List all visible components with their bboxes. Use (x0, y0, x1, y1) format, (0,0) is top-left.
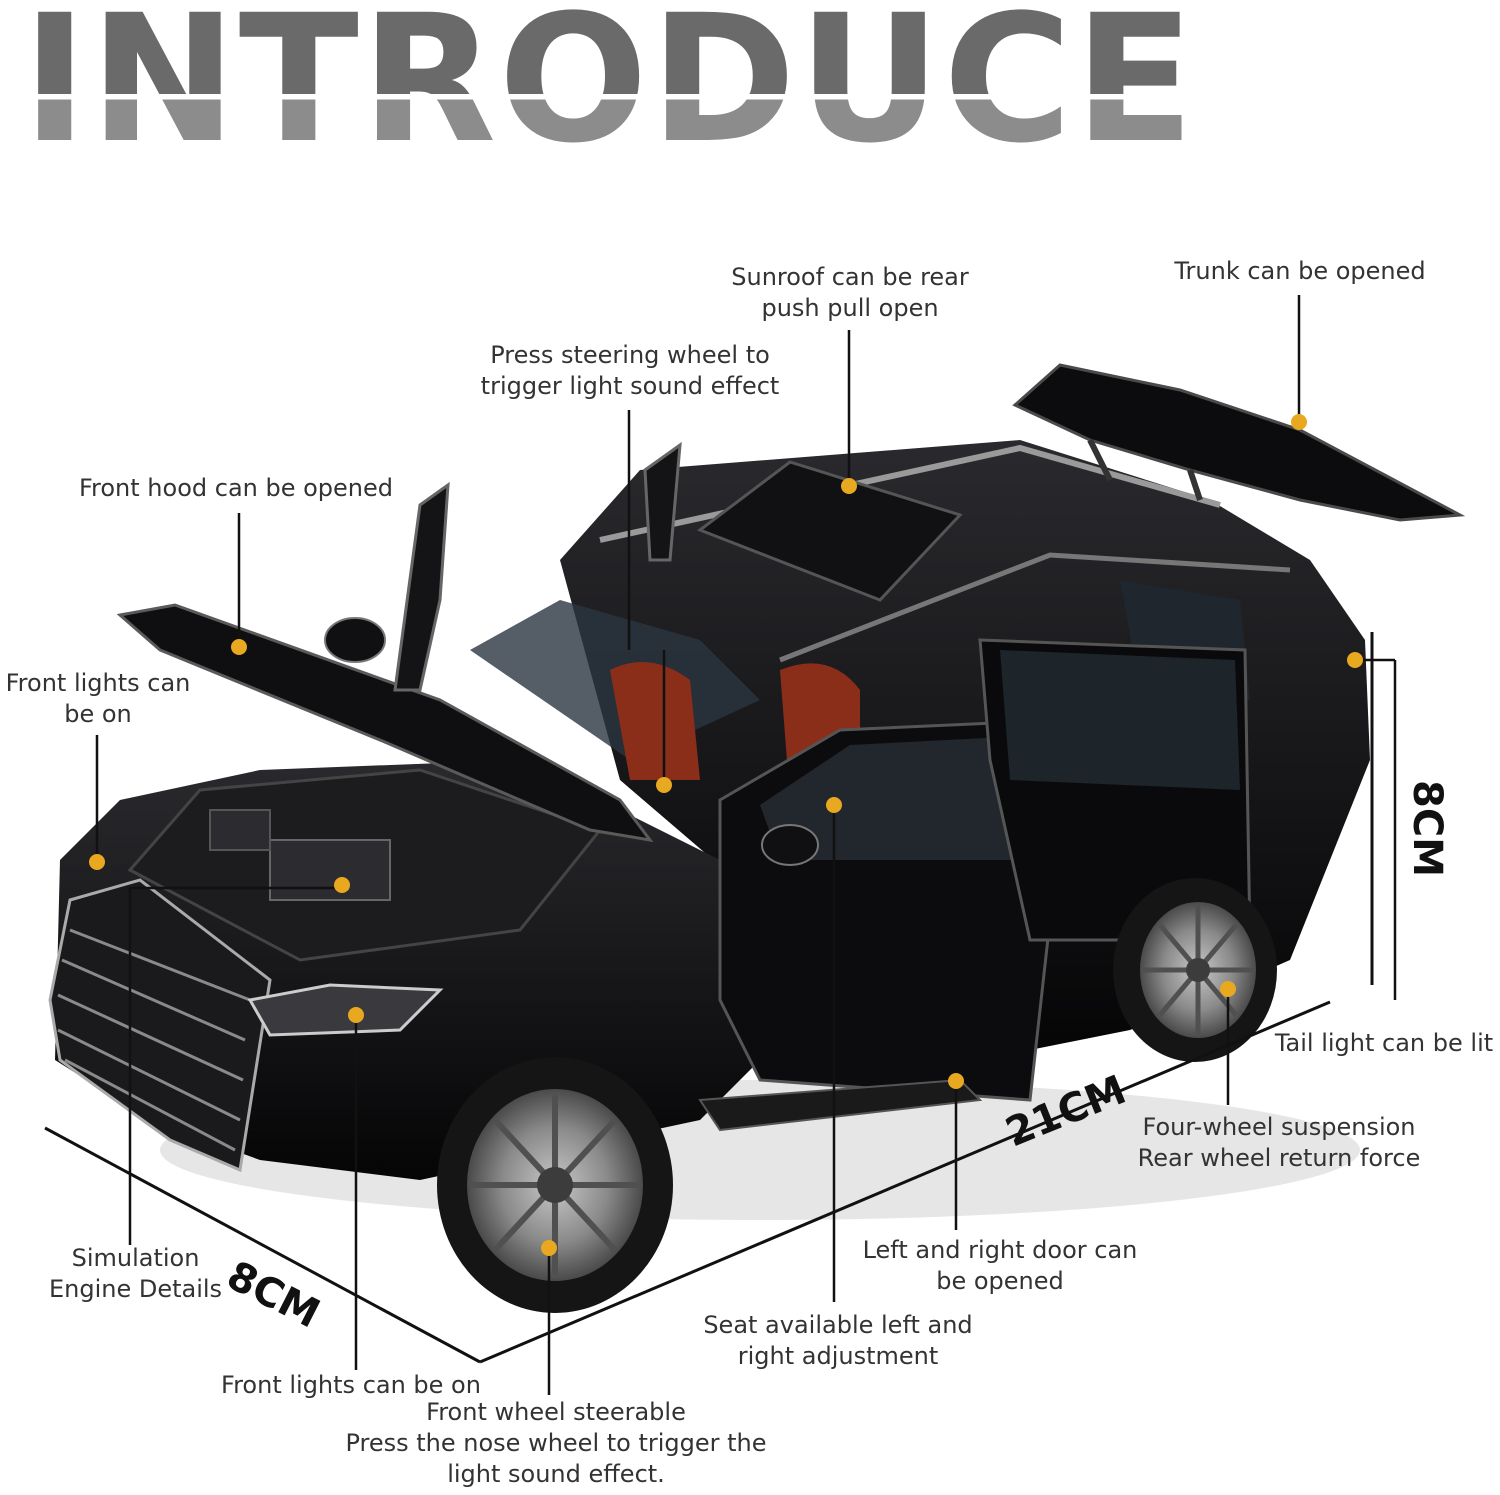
page-title: INTRODUCE (22, 0, 1196, 168)
dot-hood (231, 639, 247, 655)
dot-front-wheel (541, 1240, 557, 1256)
dimension-height: 8CM (1404, 780, 1450, 877)
grille-bars (57, 928, 251, 1152)
label-hood: Front hood can be opened (78, 474, 394, 502)
dot-trunk (1291, 414, 1307, 430)
headlight (247, 983, 444, 1037)
label-trunk: Trunk can be opened (1174, 257, 1426, 285)
dot-steering (656, 777, 672, 793)
callout-dots (89, 414, 1363, 1256)
grille (48, 878, 272, 1173)
dimension-lines (44, 632, 1374, 1364)
length-dim-line (479, 1000, 1331, 1364)
dot-tail-light (1347, 652, 1363, 668)
roof-rail-lower (779, 552, 1291, 663)
front-hood (116, 603, 654, 843)
leader-lines (95, 295, 1397, 1395)
dot-front-lights-bottom (348, 1007, 364, 1023)
label-front-lights-bottom: Front lights can be on (221, 1371, 481, 1399)
dot-engine (334, 877, 350, 893)
sunroof-panel (696, 460, 963, 602)
dot-suspension (1220, 981, 1236, 997)
width-dim-line (44, 1126, 481, 1364)
dot-sunroof (841, 478, 857, 494)
dot-doors (948, 1073, 964, 1089)
trunk-strut (1087, 438, 1113, 482)
front-door-up (393, 481, 450, 692)
label-tail-light: Tail light can be lit (1274, 1029, 1494, 1057)
side-step (698, 1078, 983, 1132)
seat-front (610, 662, 700, 780)
engine-block (269, 839, 391, 901)
dot-seat (826, 797, 842, 813)
trunk-lid (1012, 363, 1466, 522)
dot-front-lights-top (89, 854, 105, 870)
side-mirror (324, 617, 386, 663)
